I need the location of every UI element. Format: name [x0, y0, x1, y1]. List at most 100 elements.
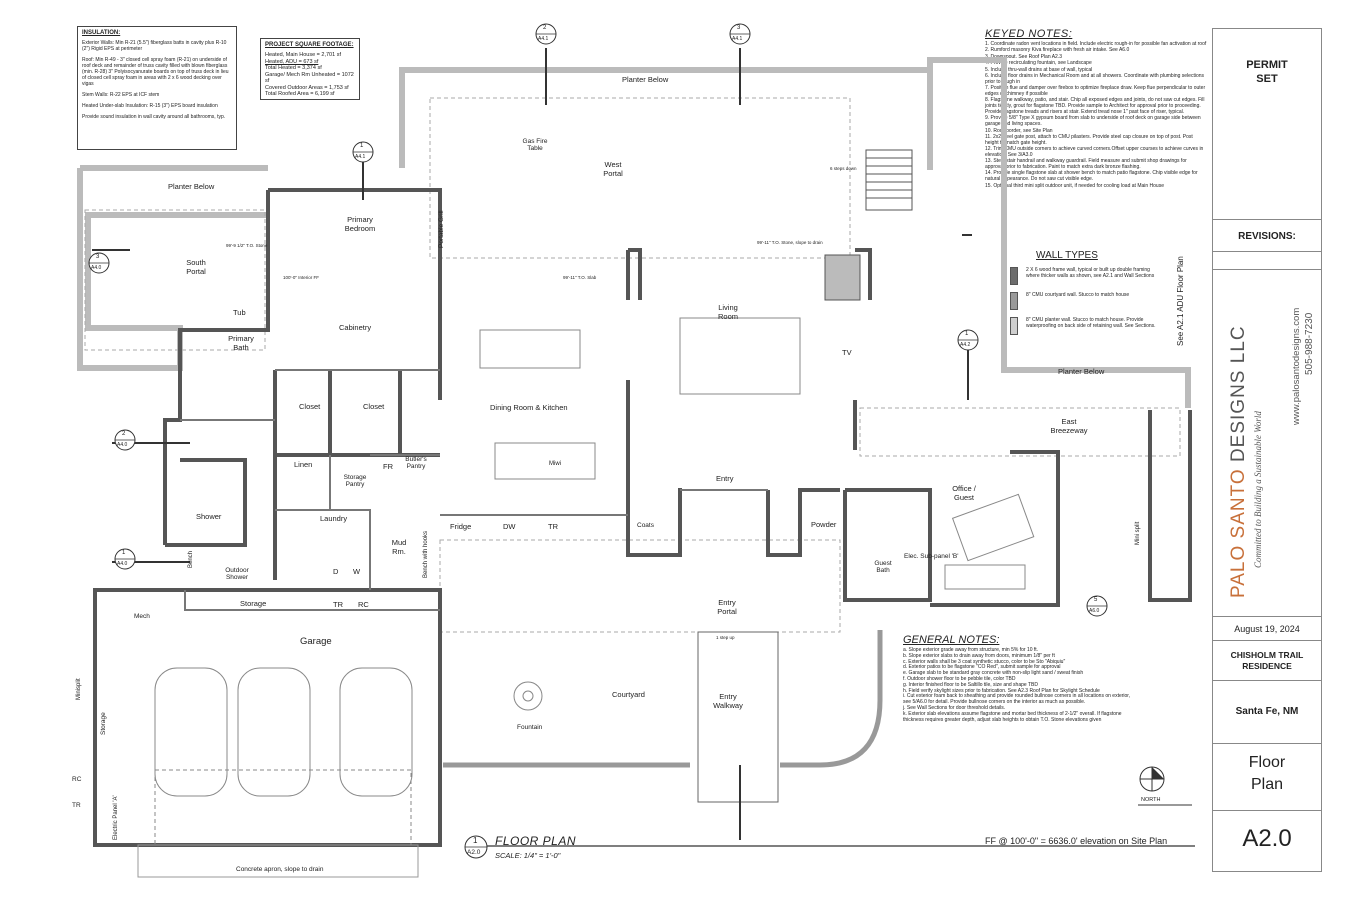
room-portable-grill: Portable Grill: [438, 210, 445, 248]
general-note-item: d. Exterior patios to be flagstone "CO R…: [903, 664, 1061, 671]
room-tub: Tub: [233, 308, 246, 317]
room-w: W: [353, 567, 361, 576]
callout-ref: A4.1: [538, 36, 549, 42]
dining-table: [479, 329, 581, 369]
room-fridge: Fridge: [450, 522, 472, 531]
general-notes-title: GENERAL NOTES:: [903, 634, 1000, 646]
callout-num: 5: [1094, 597, 1098, 603]
elevation-tag: 99'-9 1/2" T.O. Stone: [226, 243, 268, 248]
callout-num: 3: [737, 25, 741, 31]
revisions-label: REVISIONS:: [1238, 231, 1296, 242]
callout-num: 1: [122, 550, 126, 556]
title-block: [1212, 28, 1322, 872]
general-note-item: i. Cut exterior foam back to sheathing a…: [903, 693, 1131, 706]
room-east-breezeway: East Breezeway: [1050, 417, 1088, 435]
room-tr-3: TR: [72, 802, 81, 809]
sqft-line: Covered Outdoor Areas = 1,753 sf: [265, 84, 349, 91]
company-name: PALO SANTO: [1228, 468, 1249, 598]
callout-num: 1: [965, 331, 969, 337]
room-courtyard: Courtyard: [612, 690, 645, 699]
keyed-note-item: 7. Position flue and damper over firebox…: [985, 85, 1206, 97]
room-planter-below-right: Planter Below: [1058, 367, 1105, 376]
room-bench: Bench: [188, 550, 194, 568]
room-miwi: Miwi: [549, 461, 561, 467]
keyed-note-item: 8. Flagstone walkway, patio, and stair. …: [985, 97, 1205, 115]
room-tv: TV: [842, 348, 852, 357]
office-sofa: [944, 564, 1026, 590]
callout-ref: A4.0: [117, 442, 128, 448]
room-mini-split: Mini split: [1135, 521, 1141, 545]
east-breezeway-area: [859, 407, 1181, 457]
general-note-item: k. Exterior slab elevations assume flags…: [903, 710, 1122, 723]
insulation-line: Exterior Walls: Min R-21 (5.5") fibergla…: [82, 40, 227, 52]
wall-type-row: 8" CMU planter wall. Stucco to match hou…: [1010, 317, 1160, 335]
insulation-line: Roof: Min R-49 - 3" closed cell spray fo…: [82, 57, 229, 87]
callout-num: 1: [360, 143, 364, 149]
wall-types-list: 2 X 6 wood frame wall, typical or built …: [1010, 267, 1160, 335]
insulation-line: Provide sound insulation in wall cavity …: [82, 114, 226, 120]
set-label: SET: [1256, 73, 1278, 85]
sheet-number: A2.0: [1242, 825, 1292, 852]
company-website: www.palosantodesigns.com: [1291, 307, 1302, 425]
keyed-note-item: 9. Provide 5/8" Type X gypsum board from…: [985, 115, 1201, 128]
room-garage: Garage: [300, 636, 332, 647]
keyed-notes-title: KEYED NOTES:: [985, 28, 1073, 40]
keyed-note-item: 2. Rumford masonry Kiva fireplace with f…: [985, 47, 1130, 54]
living-sofa: [679, 317, 801, 395]
room-rc: RC: [358, 600, 369, 609]
room-dining-kitchen: Dining Room & Kitchen: [490, 403, 568, 412]
elevation-note: FF @ 100'-0" = 6636.0' elevation on Site…: [985, 836, 1168, 846]
room-outdoor-shower: Outdoor Shower: [225, 567, 249, 581]
general-note-item: f. Outdoor shower floor to be pebble til…: [903, 675, 1016, 682]
elevation-tag: 99'-11" T.O. Slab: [563, 275, 597, 280]
north-label: NORTH: [1141, 797, 1161, 803]
fireplace: [824, 254, 861, 301]
adu-floor-plan-note: See A2.1 ADU Floor Plan: [1176, 256, 1185, 346]
general-note-item: e. Garage slab to be standard gray concr…: [903, 670, 1084, 677]
room-laundry: Laundry: [320, 514, 348, 523]
callout-num: 2: [122, 431, 126, 437]
sheet-name-2: Plan: [1250, 776, 1284, 793]
courtyard-wall: [443, 630, 883, 768]
sqft-line: Heated, Main House = 2,701 sf: [265, 52, 341, 58]
room-cabinetry: Cabinetry: [339, 323, 372, 332]
room-concrete-apron: Concrete apron, slope to drain: [236, 866, 324, 873]
room-tr-2: TR: [333, 600, 343, 609]
room-storage: Storage: [240, 599, 267, 608]
room-planter-below-top: Planter Below: [622, 75, 669, 84]
general-notes-list: a. Slope exterior grade away from struct…: [903, 647, 1135, 723]
room-storage-side: Storage: [100, 712, 107, 735]
project-name-2: RESIDENCE: [1242, 661, 1292, 671]
keyed-note-item: 5. Include thru-wall drains at base of w…: [985, 66, 1093, 73]
project-location: Santa Fe, NM: [1235, 706, 1299, 717]
room-closet-1: Closet: [299, 402, 321, 411]
project-name-1: CHISHOLM TRAIL: [1230, 650, 1304, 660]
callout-ref: A4.0: [117, 561, 128, 567]
room-fr: FR: [383, 462, 393, 471]
exterior-walls: [93, 188, 1192, 847]
room-entry: Entry: [716, 474, 734, 483]
keyed-note-item: 13. Steel stair handrail and walkway gua…: [985, 158, 1187, 171]
callout-num: 3: [96, 254, 100, 260]
keyed-note-item: 4. Provide recirculating fountain, see L…: [985, 60, 1092, 67]
general-notes: GENERAL NOTES: a. Slope exterior grade a…: [903, 634, 1135, 723]
general-note-item: b. Slope exterior slabs to drain away fr…: [903, 652, 1055, 659]
room-tr: TR: [548, 522, 558, 531]
sqft-line: Total Roofed Area = 6,199 sf: [265, 91, 335, 97]
room-entry-walkway: Entry Walkway: [713, 692, 743, 710]
callout-num: 2: [543, 25, 547, 31]
keyed-note-item: 3. Downspout. See Roof Plan A2.3: [985, 53, 1062, 60]
room-minisplit: Minisplit: [76, 678, 82, 700]
company-name-2: DESIGNS LLC: [1228, 325, 1249, 463]
room-primary-bedroom: Primary Bedroom: [344, 215, 376, 233]
general-note-item: h. Field verify skylight sizes prior to …: [903, 687, 1100, 694]
wall-type-text: 8" CMU courtyard wall. Stucco to match h…: [1026, 292, 1130, 298]
room-powder: Powder: [811, 520, 837, 529]
planter-outline: [77, 57, 1191, 408]
keyed-note-item: 1. Coordinate radon vent locations in fi…: [985, 41, 1207, 47]
permit-label: PERMIT: [1246, 59, 1288, 71]
room-south-portal: South Portal: [186, 258, 206, 276]
office-desk: [951, 493, 1035, 562]
wall-types: WALL TYPES 2 X 6 wood frame wall, typica…: [1010, 250, 1160, 342]
